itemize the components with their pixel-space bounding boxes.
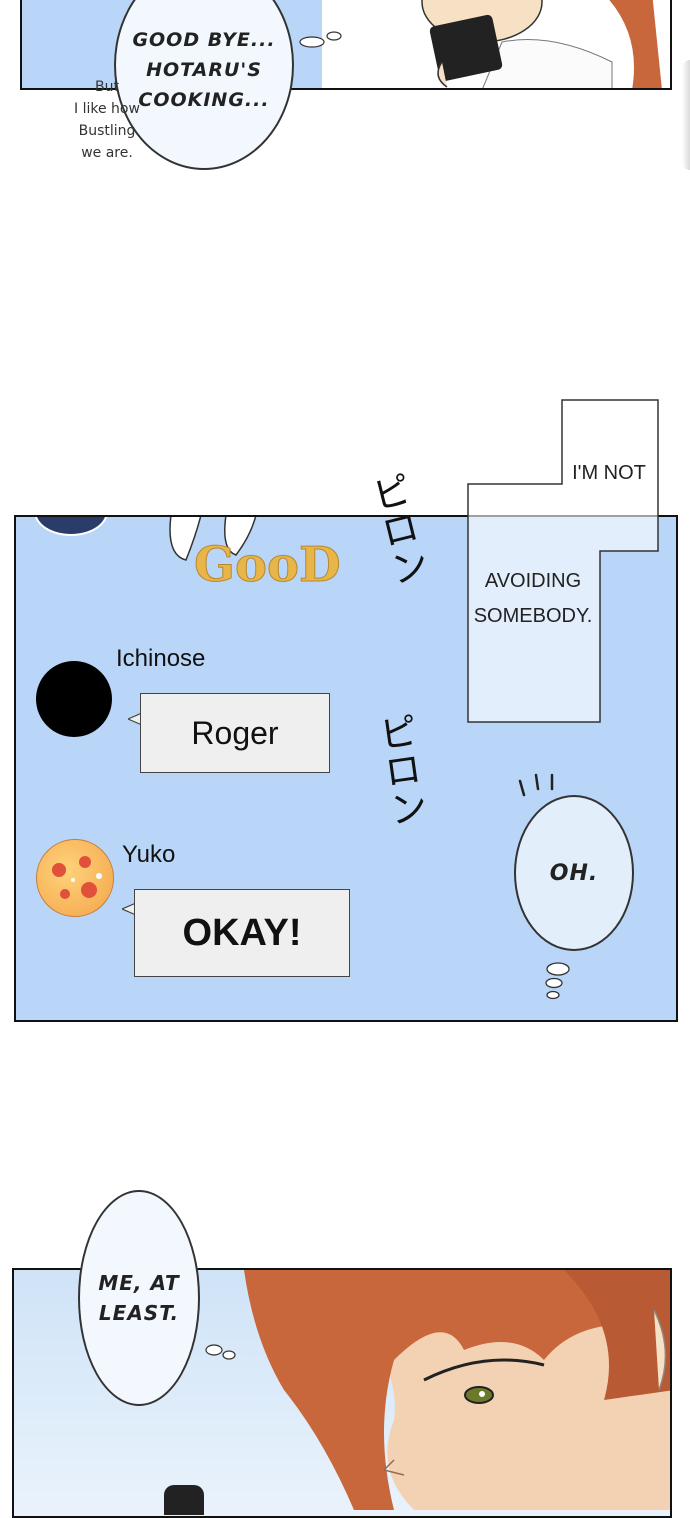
avatar-yuko[interactable]: [36, 839, 114, 917]
character-face: [244, 1270, 670, 1510]
avatar-partial: [34, 517, 108, 536]
sticker-good-text: GooD: [194, 537, 342, 594]
message-tail: [128, 713, 142, 726]
thought-dots: [545, 962, 570, 1000]
thought-dots-top: [299, 31, 342, 48]
aside-line: we are.: [81, 145, 133, 161]
speech-bubble-goodbye: GOOD BYE... HOTARU'S COOKING...: [114, 0, 294, 170]
aside-line: Bustling: [78, 123, 136, 139]
thought-text: OH.: [549, 860, 599, 886]
speech-bubble-me-at-least: ME, AT LEAST.: [78, 1190, 200, 1406]
narration-line-1: I'M NOT: [572, 462, 646, 484]
message-bubble-yuko[interactable]: OKAY!: [134, 889, 350, 977]
bubble-line: GOOD BYE...: [132, 29, 276, 51]
chat-name-yuko: Yuko: [122, 841, 176, 868]
bubble-line: ME, AT: [98, 1271, 180, 1295]
thought-dots-bottom: [205, 1344, 236, 1360]
bubble-line: LEAST.: [98, 1301, 180, 1325]
avatar-ichinose[interactable]: [36, 661, 112, 737]
character-drawing: [421, 0, 662, 88]
bubble-line: COOKING...: [138, 89, 270, 111]
yuko-avatar-pattern: [52, 856, 102, 899]
sticker-ears: [169, 517, 257, 561]
narration-line-2: AVOIDING: [484, 570, 582, 592]
panel-chat: GooD Ichinose Roger Yuko OKAY! OH.: [14, 515, 678, 1022]
narration-line-3: SOMEBODY.: [473, 605, 593, 627]
message-tail: [122, 903, 136, 916]
thought-bubble-oh: OH.: [514, 795, 634, 951]
aside-line: But: [95, 79, 119, 95]
narration-box-shape: [467, 399, 659, 723]
message-bubble-ichinose[interactable]: Roger: [140, 693, 330, 773]
chat-name-ichinose: Ichinose: [116, 645, 206, 672]
edge-shadow: [682, 60, 690, 170]
bubble-line: HOTARU'S: [146, 59, 262, 81]
aside-line: I like how: [74, 101, 140, 117]
surprise-marks: [518, 773, 554, 797]
aside-text: But I like how Bustling we are.: [52, 76, 162, 164]
phone-partial: [164, 1485, 204, 1515]
